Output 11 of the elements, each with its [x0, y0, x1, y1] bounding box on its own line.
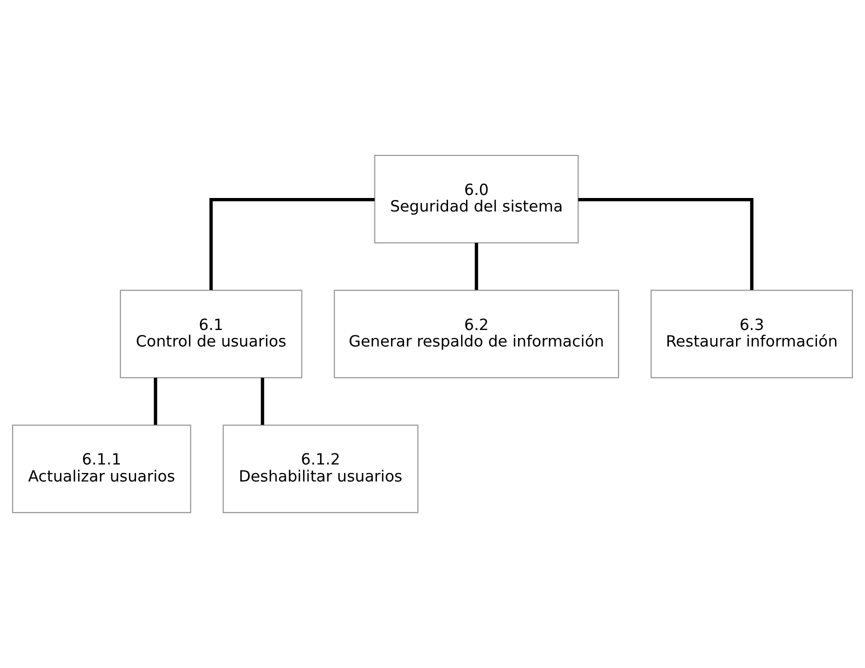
- node-box: 6.1.1 Actualizar usuarios: [12, 424, 192, 514]
- node-box: 6.2 Generar respaldo de información: [334, 290, 620, 378]
- node-box: 6.1 Control de usuarios: [120, 290, 302, 378]
- connector: [154, 378, 158, 425]
- connector: [474, 242, 478, 290]
- connector: [209, 198, 375, 290]
- connector: [578, 198, 754, 290]
- node-box: 6.3 Restaurar información: [650, 290, 853, 378]
- connector: [260, 378, 264, 425]
- node-box: 6.0 Seguridad del sistema: [374, 154, 579, 244]
- node-box: 6.1.2 Deshabilitar usuarios: [222, 424, 418, 514]
